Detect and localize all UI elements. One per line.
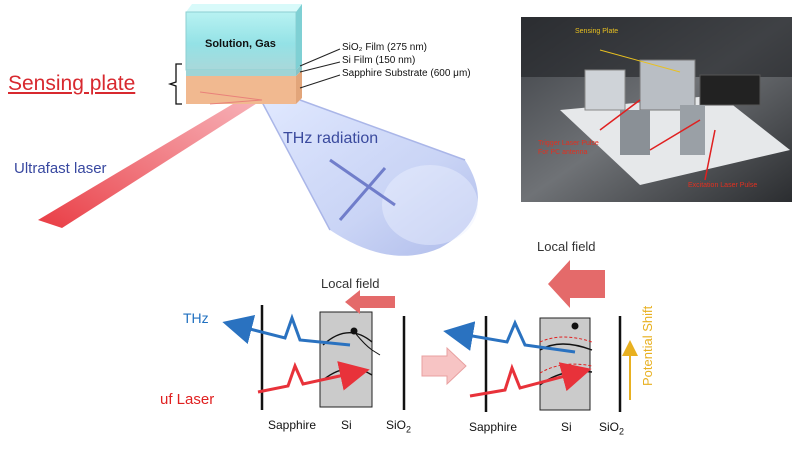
left-thz-arrow (222, 313, 351, 347)
left-sio2-text: SiO (386, 418, 407, 432)
potential-shift-label: Potential Shift (640, 305, 655, 386)
experiment-photo (521, 17, 792, 202)
ultrafast-laser-label: Ultrafast laser (14, 160, 107, 177)
right-laser-arrow (469, 362, 592, 398)
left-local-field-arrow (345, 290, 395, 314)
sapphire-substrate-label: Sapphire Substrate (600 μm) (342, 68, 471, 79)
photo-sensing-plate-label: Sensing Plate (575, 28, 619, 35)
solution-gas-label: Solution, Gas (205, 38, 276, 50)
right-sio2-label: SiO2 (599, 420, 624, 436)
left-si-label: Si (341, 418, 352, 432)
film-leader-lines (299, 48, 341, 89)
left-sio2-subscript: 2 (406, 424, 412, 435)
right-band-diagram (484, 316, 622, 412)
thz-radiation-cone (261, 99, 478, 256)
right-sio2-text: SiO (599, 420, 620, 434)
transition-arrow (421, 346, 467, 386)
right-si-label: Si (561, 420, 572, 434)
photo-excitation-label: Excitation Laser Pulse (688, 182, 758, 189)
right-sio2-subscript: 2 (619, 426, 625, 437)
left-sapphire-label: Sapphire (268, 418, 317, 432)
si-film-label: Si Film (150 nm) (342, 55, 416, 66)
photo-trigger-label-2: For PC antenna (538, 149, 588, 156)
right-sapphire-label: Sapphire (469, 420, 518, 434)
ultrafast-laser-beam (38, 95, 262, 228)
sensing-plate-label: Sensing plate (8, 72, 136, 95)
thz-label: THz (183, 310, 209, 326)
local-field-right-label: Local field (537, 239, 596, 254)
right-thz-arrow (443, 319, 576, 354)
thz-radiation-label: THz radiation (283, 130, 379, 147)
left-laser-arrow (257, 361, 370, 394)
uf-laser-label: uf Laser (160, 391, 215, 408)
local-field-left-label: Local field (321, 276, 380, 291)
sio2-film-label: SiO₂ Film (275 nm) (342, 42, 428, 53)
sample-cube (185, 4, 302, 105)
photo-trigger-label-1: Trigger Laser Pulse (538, 140, 599, 147)
left-sio2-label: SiO2 (386, 418, 411, 434)
right-local-field-arrow (548, 260, 605, 308)
sensing-plate-bracket (167, 63, 182, 105)
left-band-diagram (260, 305, 406, 410)
